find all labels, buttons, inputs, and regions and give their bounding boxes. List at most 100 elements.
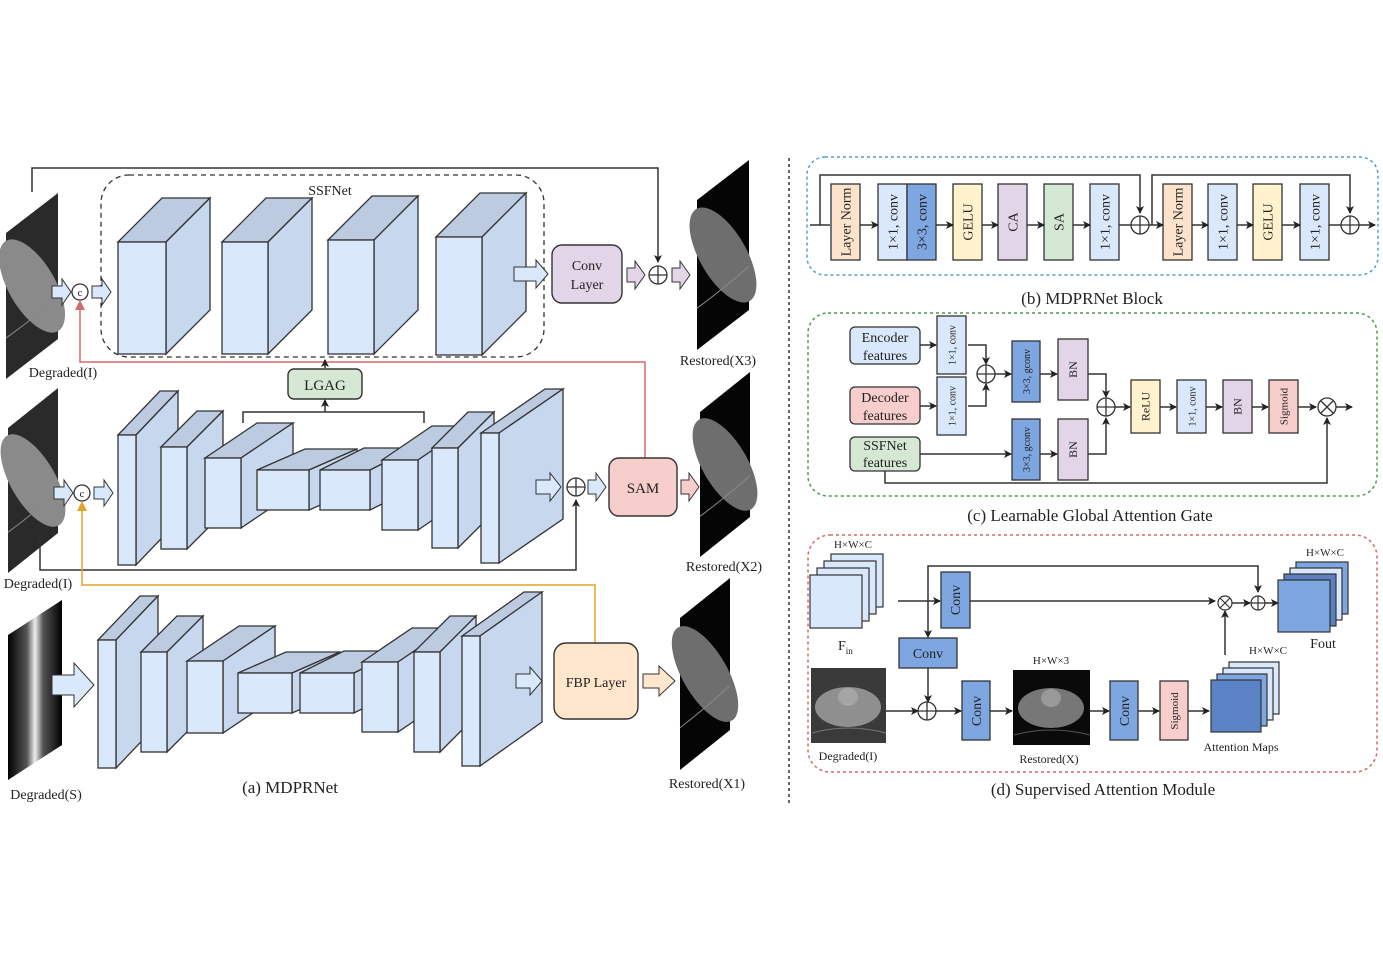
block-label: Layer Norm: [840, 187, 855, 256]
stage2-input-flow: c: [53, 471, 562, 508]
residual-2: [1151, 174, 1354, 225]
add-node-b1: [1130, 215, 1150, 235]
output-label-stage3: Restored(X3): [680, 354, 757, 369]
conv-box-2: [898, 637, 958, 669]
ssfnet-frame: [100, 174, 545, 358]
block-gelu: GELU: [952, 183, 983, 261]
gconv1-box: 3×3, gconv: [1011, 340, 1041, 403]
conv-box-1: [940, 571, 971, 629]
block-1-1-conv: 1×1, conv: [1207, 183, 1238, 261]
add-node-stage3: [648, 265, 668, 285]
conv-label-4: Conv: [1118, 696, 1133, 726]
sam-feedback-line: [79, 302, 646, 458]
gconv2-box: 3×3, gconv: [1011, 418, 1041, 481]
block-arrow: [587, 471, 607, 503]
encoder-label-1: Encoder: [862, 331, 909, 346]
sigmoid-box: [1159, 680, 1189, 741]
conv-layer-label-1: Conv: [572, 259, 602, 274]
panel-c-frame: [807, 312, 1378, 497]
conv3-box: 1×1, conv: [1176, 379, 1207, 434]
sigmoid-label: Sigmoid: [1169, 692, 1181, 730]
multiply-node-c: [1317, 397, 1337, 417]
fbp-label: FBP Layer: [566, 676, 627, 691]
fbp-layer-block: [553, 642, 639, 720]
block-ca: CA: [997, 183, 1028, 261]
bn3-box: BN: [1222, 379, 1253, 434]
fin-label: Fin: [838, 639, 853, 656]
ssfnet-label-2: features: [863, 456, 907, 471]
relu-box: ReLU: [1130, 379, 1161, 434]
skip-connection-stage3: [31, 167, 662, 263]
fout-feature-stack: [1277, 561, 1349, 633]
degraded-thumbnail: [811, 668, 887, 743]
block-label: 3×3, conv: [916, 194, 931, 250]
block-label: 1×1, conv: [1099, 194, 1114, 250]
restored-image-x3: [689, 160, 757, 350]
block-sa: SA: [1043, 183, 1074, 261]
add-node-d2: [917, 701, 937, 721]
panel-d-caption: (d) Supervised Attention Module: [991, 780, 1215, 799]
block-arrow: [680, 471, 700, 503]
restored-dims: H×W×3: [1033, 655, 1070, 667]
arrow-head: [75, 300, 85, 310]
block-layer-norm: Layer Norm: [830, 183, 861, 261]
fout-label: Fout: [1310, 637, 1336, 652]
bn1-box: BN: [1057, 338, 1089, 401]
arrow-head: [77, 501, 87, 511]
fout-dims: H×W×C: [1306, 547, 1344, 559]
block-label: GELU: [1262, 203, 1277, 240]
add-node-c2: [1096, 397, 1116, 417]
block-arrow: [91, 277, 112, 307]
ssfnet-block: [434, 191, 528, 357]
panel-b-caption: (b) MDPRNet Block: [1021, 289, 1163, 308]
block-label: 1×1, conv: [887, 194, 902, 250]
ssfnet-label: SSFNet: [308, 184, 352, 199]
block-label: BN: [1066, 441, 1080, 458]
block-1-1-conv: 1×1, conv: [1299, 183, 1330, 261]
block-label: Sigmoid: [1279, 387, 1291, 425]
panel-c-caption: (c) Learnable Global Attention Gate: [967, 506, 1212, 525]
block-label: ReLU: [1139, 392, 1153, 422]
restored-thumbnail: [1013, 670, 1091, 745]
conv-layer-label-2: Layer: [571, 278, 604, 293]
block-label: 1×1, conv: [1309, 194, 1324, 250]
block-label: Layer Norm: [1172, 187, 1187, 256]
flow: [1088, 373, 1110, 398]
conv-label-1: Conv: [949, 585, 964, 615]
block-label: BN: [1231, 398, 1245, 415]
block-arrow: [671, 259, 691, 291]
add-node-c1: [976, 364, 996, 384]
flow: [968, 344, 990, 365]
ssfnet-skip: [884, 417, 1331, 484]
block-label: CA: [1007, 211, 1022, 231]
lgag-label: LGAG: [304, 378, 346, 394]
ssfnet-block: [326, 194, 420, 356]
block-label: 3×3, gconv: [1022, 427, 1033, 472]
panel-b-mdprnet-block: Layer Norm 1×1, conv 3×3, conv GELU CA SA 1×1,…: [806, 156, 1379, 308]
degraded-image-stage2: [0, 388, 66, 573]
unet-block-stage2: [478, 387, 566, 565]
block-label: 1×1, conv: [1188, 386, 1199, 426]
block-label: SA: [1053, 212, 1068, 231]
ssfnet-block: [220, 196, 314, 356]
residual-1: [819, 174, 1144, 225]
bn2-box: BN: [1057, 418, 1089, 481]
panel-a-mdprnet: SSFNet c Conv Layer LGAG: [0, 160, 762, 803]
unet-block-stage1: [139, 614, 205, 754]
conv-label-3: Conv: [970, 696, 985, 726]
restored-image-x1: [671, 578, 739, 770]
panel-d-sam: H×W×C H×W×C H×W×C H×W×3 Fin Fout: [807, 534, 1378, 799]
conv-box-4: [1109, 680, 1139, 741]
input-label-stage1: Degraded(S): [10, 788, 82, 803]
restored-image-x2: [692, 372, 758, 557]
ssfnet-block: [116, 196, 212, 356]
encoder-label-2: features: [863, 349, 907, 364]
concat-label: c: [78, 287, 83, 299]
block-1-1-conv: 1×1, conv: [877, 183, 908, 261]
unet-block-stage1: [459, 590, 545, 768]
add-node-stage2: [566, 477, 586, 497]
degraded-label: Degraded(I): [819, 749, 878, 763]
block-label: GELU: [962, 203, 977, 240]
flow: [1088, 417, 1110, 455]
